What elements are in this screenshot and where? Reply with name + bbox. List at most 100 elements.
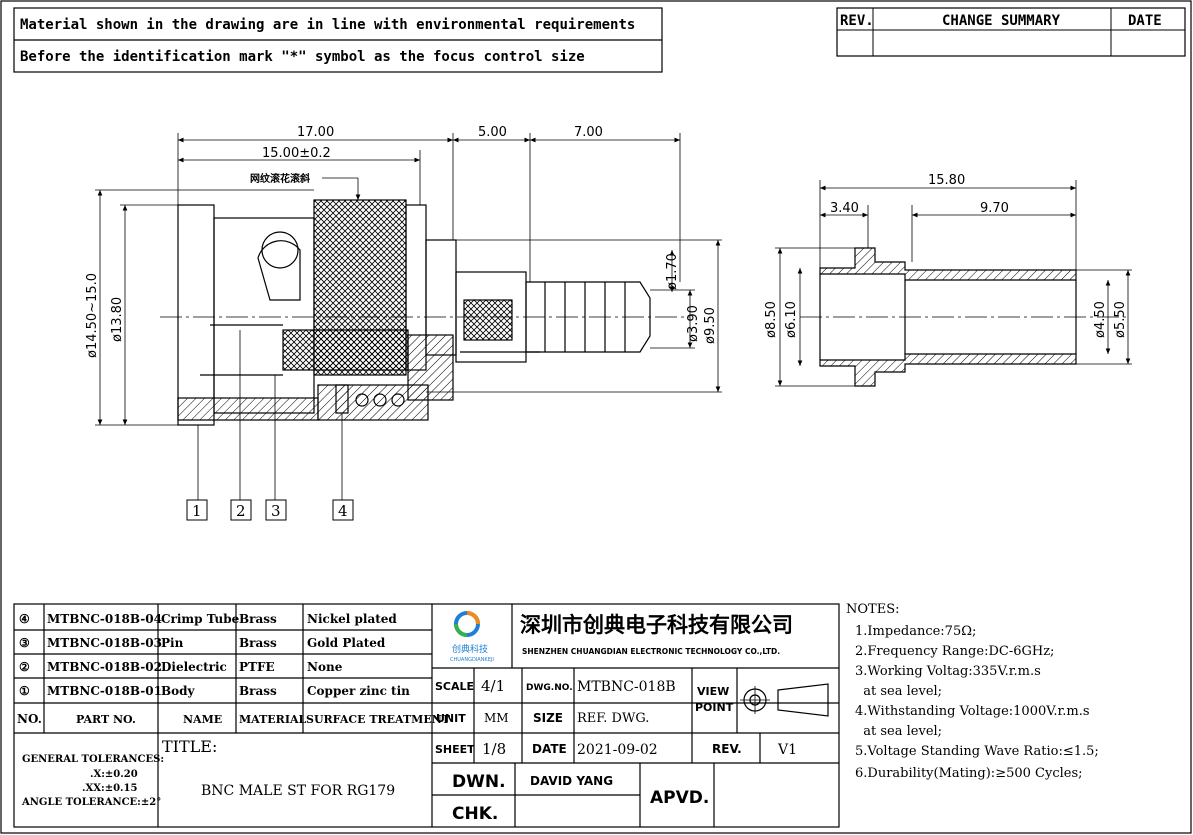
rev-value: V1 — [777, 742, 797, 758]
unit-value: MM — [484, 711, 509, 725]
bom-surface-4: Nickel plated — [307, 612, 397, 626]
crimp-tube-section-view — [775, 180, 1132, 387]
bom-header-surface: SURFACE TREATMENT — [306, 713, 451, 726]
bom-header-part: PART NO. — [76, 713, 136, 726]
unit-label: UNIT — [436, 712, 466, 725]
note-1: 1.Impedance:75Ω; — [855, 624, 976, 639]
chk-label: CHK. — [452, 804, 498, 824]
tolerance-x: .X:±0.20 — [90, 769, 138, 780]
title-block-grid — [13, 603, 840, 828]
title-label: TITLE: — [162, 737, 217, 756]
header-line-1: Material shown in the drawing are in lin… — [20, 17, 635, 33]
sheet-value: 1/8 — [482, 740, 506, 758]
bom-part-4: MTBNC-018B-04 — [47, 612, 162, 626]
note-6: 6.Durability(Mating):≥500 Cycles; — [855, 766, 1083, 781]
callout-1: 1 — [192, 502, 202, 520]
dim-970: 9.70 — [980, 201, 1009, 216]
crimp-tube-dimensions: 15.80 3.40 9.70 ø8.50 ø6.10 ø4.50 ø5.50 — [764, 173, 1128, 338]
bom-no-4: ④ — [19, 612, 30, 626]
bom-no-1: ① — [19, 684, 30, 698]
bom-name-2: Dielectric — [161, 660, 227, 674]
rev-header: REV. — [840, 13, 874, 29]
note-3b: at sea level; — [855, 684, 942, 699]
dim-dia-390: ø3.90 — [686, 305, 701, 342]
connector-dimensions: 17.00 15.00±0.2 5.00 7.00 网纹滚花滚斜 ø14.50~… — [85, 125, 718, 358]
connector-section-view — [95, 133, 722, 500]
header-line-2: Before the identification mark "*" symbo… — [20, 49, 585, 65]
size-value: REF. DWG. — [577, 711, 649, 726]
bom-surface-2: None — [307, 660, 343, 674]
note-4b: at sea level; — [855, 724, 942, 739]
bom-header-no: NO. — [17, 712, 42, 726]
bom-material-4: Brass — [239, 612, 277, 626]
knurl-note: 网纹滚花滚斜 — [250, 172, 310, 185]
dwn-value: DAVID YANG — [530, 774, 613, 788]
bom-no-3: ③ — [19, 636, 30, 650]
bom-name-1: Body — [161, 684, 196, 698]
dim-dia-1380: ø13.80 — [110, 297, 125, 342]
dim-5: 5.00 — [478, 125, 507, 140]
bom-name-4: Crimp Tube — [161, 612, 240, 626]
rev-label: REV. — [712, 742, 742, 756]
scale-value: 4/1 — [481, 677, 505, 695]
note-2: 2.Frequency Range:DC-6GHz; — [855, 644, 1054, 659]
note-5: 5.Voltage Standing Wave Ratio:≤1.5; — [855, 744, 1099, 759]
company-name-en: SHENZHEN CHUANGDIAN ELECTRONIC TECHNOLOG… — [522, 647, 780, 656]
tolerance-xx: .XX:±0.15 — [82, 783, 137, 794]
notes: NOTES: 1.Impedance:75Ω; 2.Frequency Rang… — [846, 602, 1099, 781]
notes-title: NOTES: — [846, 602, 899, 617]
bom-name-3: Pin — [161, 636, 184, 650]
general-tolerances: GENERAL TOLERANCES: .X:±0.20 .XX:±0.15 A… — [21, 754, 164, 808]
bom-part-2: MTBNC-018B-02 — [47, 660, 162, 674]
bom-header-material: MATERIAL — [239, 713, 307, 726]
dwn-label: DWN. — [452, 772, 506, 792]
size-label: SIZE — [533, 711, 563, 725]
tolerance-title: GENERAL TOLERANCES: — [22, 754, 164, 765]
header-box: Material shown in the drawing are in lin… — [13, 7, 663, 73]
dim-1580: 15.80 — [928, 173, 965, 188]
dim-dia-950: ø9.50 — [703, 307, 718, 344]
logo-en: CHUANGDIANKEJI — [450, 657, 494, 663]
bom-surface-1: Copper zinc tin — [307, 684, 410, 698]
company-name-cn: 深圳市创典电子科技有限公司 — [520, 613, 793, 637]
date-label: DATE — [532, 742, 567, 756]
dim-7: 7.00 — [574, 125, 603, 140]
point-label: POINT — [695, 701, 734, 714]
logo-cn: 创典科技 — [452, 643, 488, 655]
dim-dia-170: ø1.70 — [665, 253, 680, 290]
bom-surface-3: Gold Plated — [307, 636, 386, 650]
dwg-number: MTBNC-018B — [577, 679, 676, 695]
dim-dia-1450: ø14.50~15.0 — [85, 273, 100, 358]
bom-table: ④ MTBNC-018B-04 Crimp Tube Brass Nickel … — [17, 612, 451, 726]
dim-dia-450: ø4.50 — [1093, 301, 1108, 338]
dim-dia-850: ø8.50 — [764, 301, 779, 338]
dim-dia-550: ø5.50 — [1113, 301, 1128, 338]
callout-4: 4 — [338, 502, 348, 520]
date-header: DATE — [1128, 13, 1162, 29]
callout-3: 3 — [271, 502, 281, 520]
dim-15: 15.00±0.2 — [262, 146, 331, 161]
dim-17: 17.00 — [297, 125, 334, 140]
dwg-label: DWG.NO. — [526, 683, 573, 693]
change-summary-header: CHANGE SUMMARY — [942, 13, 1061, 29]
bom-header-name: NAME — [183, 713, 222, 726]
drawing-title: BNC MALE ST FOR RG179 — [201, 783, 395, 799]
bom-part-1: MTBNC-018B-01 — [47, 684, 162, 698]
bom-material-1: Brass — [239, 684, 277, 698]
scale-label: SCALE — [435, 680, 474, 693]
callout-2: 2 — [236, 502, 246, 520]
date-value: 2021-09-02 — [577, 742, 658, 758]
bom-material-2: PTFE — [239, 660, 275, 674]
bom-material-3: Brass — [239, 636, 277, 650]
note-4: 4.Withstanding Voltage:1000V.r.m.s — [855, 704, 1090, 719]
dim-dia-610: ø6.10 — [784, 301, 799, 338]
bom-part-3: MTBNC-018B-03 — [47, 636, 162, 650]
sheet-label: SHEET — [435, 743, 475, 756]
tolerance-angle: ANGLE TOLERANCE:±2° — [21, 797, 161, 808]
revision-block: REV. CHANGE SUMMARY DATE — [836, 7, 1186, 57]
dim-340: 3.40 — [830, 201, 859, 216]
callouts: 1 2 3 4 — [186, 499, 354, 521]
